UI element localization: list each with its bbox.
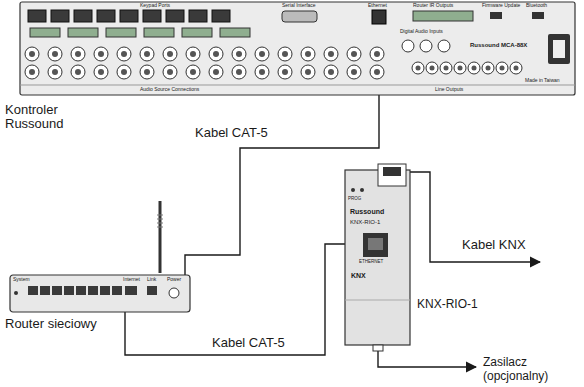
device-drawing [10,275,190,312]
panel-label: Made in Taiwan [525,78,560,84]
panel-label: Serial Interface [282,3,316,9]
device-drawing [20,2,575,95]
knx-cable [406,172,540,262]
panel-label: Russound MCA-88X [470,42,527,49]
cable-label: Kabel KNX [460,238,528,253]
panel-label: Link [147,277,156,283]
power-label: Zasilacz (opcjonalny) [481,356,583,384]
cable-label: Kabel CAT-5 [193,126,270,141]
panel-label: Power [167,277,181,283]
panel-label: Digital Audio Inputs [400,29,443,35]
panel-label: Ethernet [368,3,387,9]
panel-label: Bluetooth [526,3,547,9]
device-name: KNX-RIO-1 [417,298,497,311]
panel-label: Audio Source Connections [140,87,199,93]
panel-label: KNX-RIO-1 [350,219,380,226]
controller-device: Kontroler RussoundKeypad PortsSerial Int… [20,2,575,95]
panel-label: Line Outputs [435,87,463,93]
panel-label: Internet [123,277,140,283]
panel-label: Firmware Update [482,3,520,9]
panel-label: PROG [348,197,361,202]
panel-label: ETHERNET [359,260,383,265]
device-name: Router sieciowy [5,317,115,331]
panel-label: Russound [350,208,384,216]
device-name: Kontroler Russound [5,103,95,132]
panel-label: Router IR Outputs [413,3,453,9]
power-lead [378,351,476,367]
network-router: Router sieciowySystemInternetLinkPower [10,275,190,312]
knx-module: KNX-RIO-1PROGRussoundKNX-RIO-1ETHERNETKN… [345,170,410,345]
panel-label: KNX [351,272,366,280]
panel-label: Keypad Ports [140,3,170,9]
panel-label: System [13,277,30,283]
cable-label: Kabel CAT-5 [210,336,287,351]
